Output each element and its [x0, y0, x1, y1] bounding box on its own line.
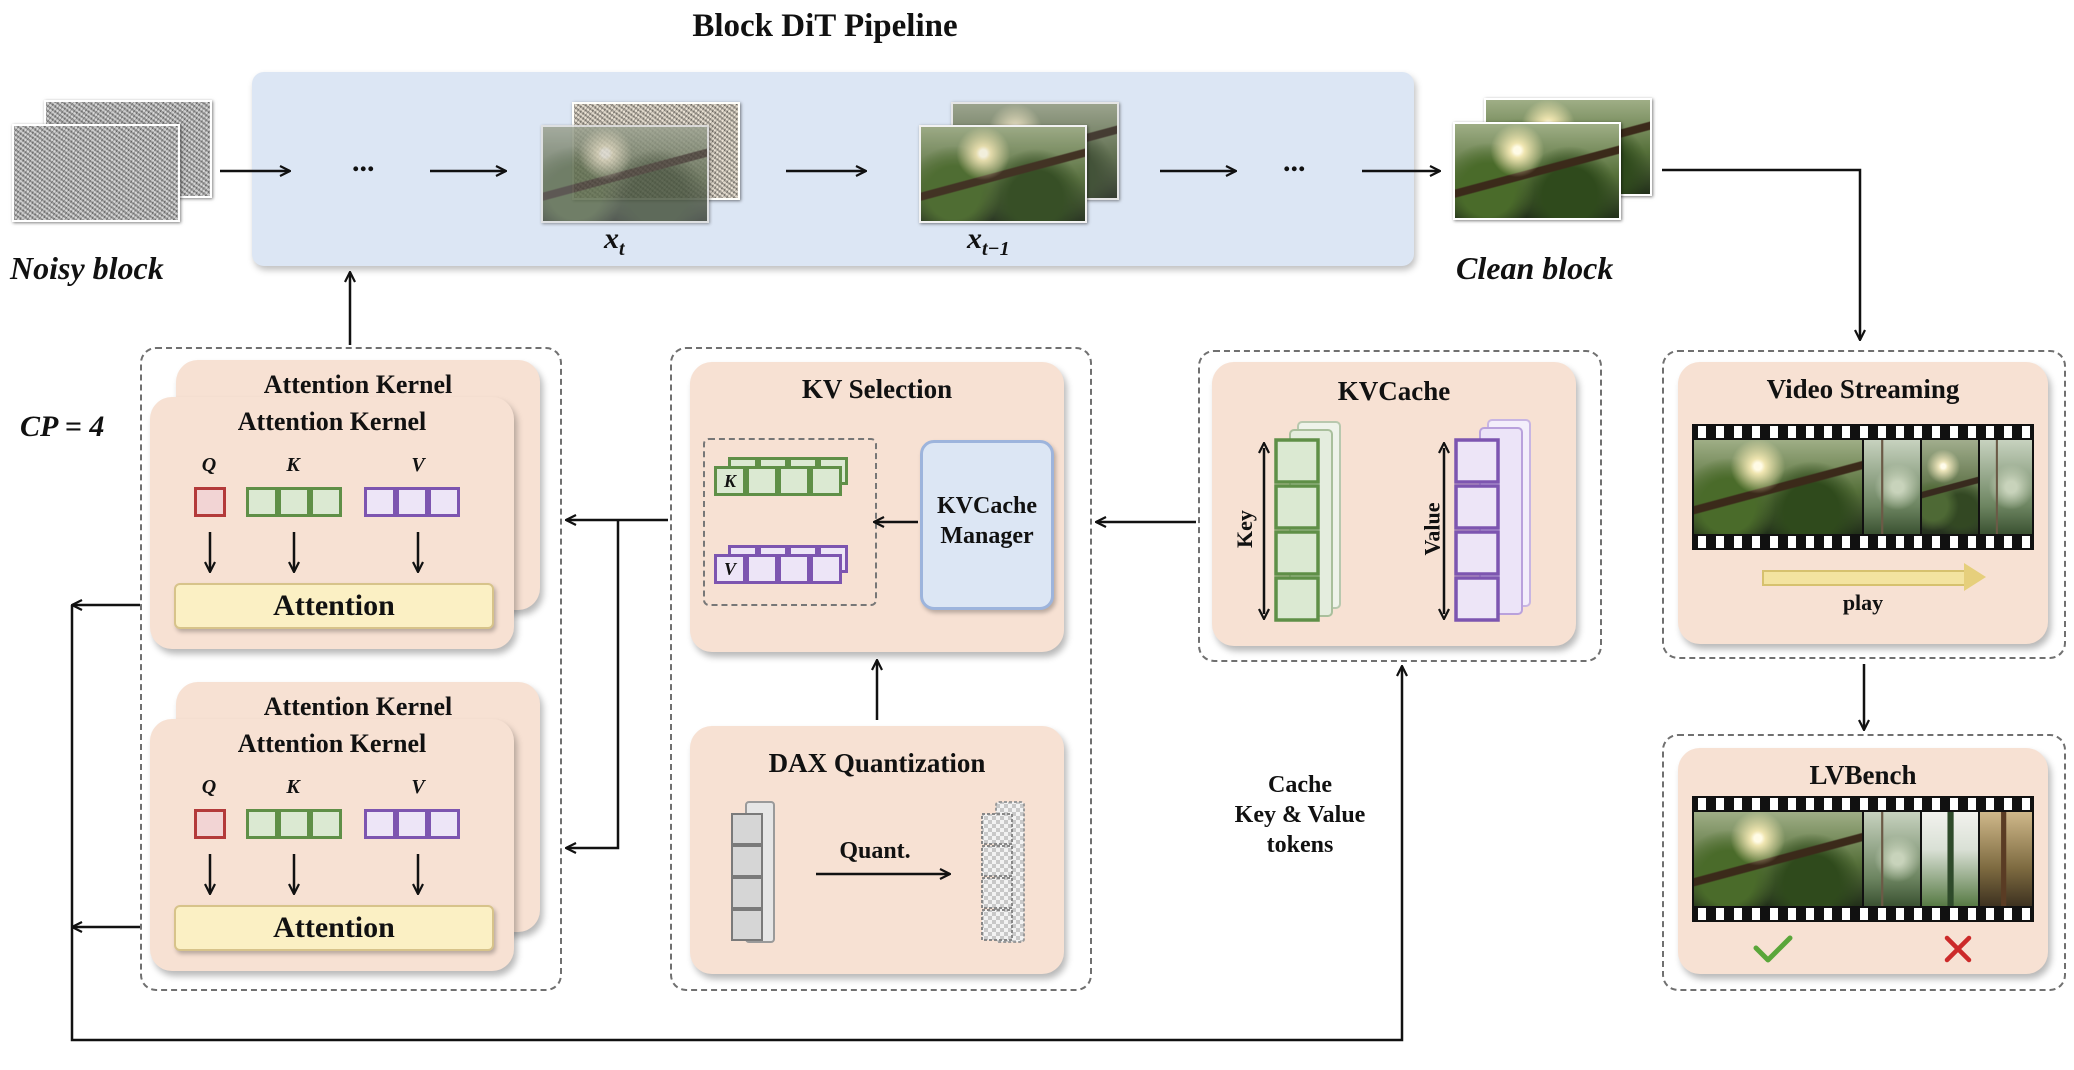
play-arrow-head — [1964, 563, 1986, 591]
cache-note-line3: tokens — [1266, 832, 1334, 858]
xt-base: x — [604, 222, 619, 255]
cache-note-line1: Cache — [1268, 772, 1332, 798]
sel-key-tag: K — [714, 466, 746, 496]
lvbench-frame-4 — [1980, 812, 2032, 906]
k-label-2: K — [286, 776, 300, 798]
clean-frame-front — [1453, 122, 1621, 220]
xt1-base: x — [967, 222, 982, 255]
kvcache-manager-line2: Manager — [940, 523, 1034, 549]
value-token-2b — [396, 809, 428, 839]
noisy-frame-front — [12, 124, 180, 222]
xt1-label: xt−1 — [967, 222, 1010, 261]
arrow-clean-to-streaming — [1662, 168, 1860, 340]
key-token-2c — [310, 809, 342, 839]
clean-block-label: Clean block — [1456, 250, 1614, 286]
xt-label: xt — [604, 222, 625, 261]
play-label: play — [1842, 590, 1884, 615]
key-token-1a — [246, 487, 278, 517]
sel-key-front-3 — [810, 466, 842, 496]
value-token-2c — [428, 809, 460, 839]
video-filmstrip — [1692, 424, 2034, 550]
cache-note-line2: Key & Value — [1234, 802, 1366, 828]
value-axis-label: Value — [1419, 502, 1445, 556]
key-token-2a — [246, 809, 278, 839]
stream-frame-2 — [1864, 440, 1920, 534]
q-label-1: Q — [201, 454, 217, 476]
lvbench-group — [1662, 734, 2066, 991]
sel-value-front-3 — [810, 554, 842, 584]
xt1-frame-front — [919, 125, 1087, 223]
sel-key-front-1 — [746, 466, 778, 496]
attention-kernel-back-2-title: Attention Kernel — [263, 692, 453, 721]
noisy-block-label: Noisy block — [10, 250, 164, 286]
dax-quantization-title: DAX Quantization — [768, 748, 986, 778]
video-streaming-title: Video Streaming — [1766, 374, 1960, 404]
key-token-1b — [278, 487, 310, 517]
sel-value-tag: V — [714, 554, 746, 584]
sel-key-front-2 — [778, 466, 810, 496]
value-token-2a — [364, 809, 396, 839]
query-token-2 — [194, 809, 226, 839]
q-label-2: Q — [201, 776, 217, 798]
xt-frame-front — [541, 125, 709, 223]
sel-value-front-1 — [746, 554, 778, 584]
attention-block-1: Attention — [174, 583, 494, 629]
sel-value-tag-text: V — [723, 559, 736, 579]
kv-selection-panel: KV Selection K V KVCache Manager — [690, 362, 1064, 652]
stream-frame-3 — [1922, 440, 1978, 534]
pipeline-dots-2: ... — [1283, 145, 1306, 178]
v-label-1: V — [411, 454, 425, 476]
cp-label: CP = 4 — [20, 410, 105, 443]
pipeline-title: Block DiT Pipeline — [692, 8, 958, 44]
lvbench-frame-1 — [1694, 812, 1862, 906]
kvcache-title: KVCache — [1337, 376, 1451, 406]
attention-kernel-1: Attention Kernel Q K V Attention — [150, 397, 514, 649]
stream-frame-1 — [1694, 440, 1862, 534]
block-dit-pipeline-box — [252, 72, 1414, 266]
value-token-1c — [428, 487, 460, 517]
kvcache-manager-line1: KVCache — [937, 493, 1037, 519]
lvbench-holes-top — [1692, 798, 2034, 810]
attention-kernel-2-title: Attention Kernel — [237, 729, 427, 758]
attention-kernel-back-1-title: Attention Kernel — [263, 370, 453, 399]
kvcache-panel: KVCache — [1212, 362, 1576, 646]
video-streaming-group — [1662, 350, 2066, 659]
kv-selection-title: KV Selection — [801, 374, 953, 404]
attention-kernel-1-title: Attention Kernel — [237, 407, 427, 436]
stream-frame-4 — [1980, 440, 2032, 534]
k-label-1: K — [286, 454, 300, 476]
kvcache-manager-box: KVCache Manager — [920, 440, 1054, 610]
sel-value-front-2 — [778, 554, 810, 584]
key-axis-label: Key — [1231, 510, 1257, 548]
xt-subscript: t — [619, 238, 625, 260]
v-label-2: V — [411, 776, 425, 798]
lvbench-frame-2 — [1864, 812, 1920, 906]
attention-kernel-2: Attention Kernel Q K V Attention — [150, 719, 514, 971]
sel-key-tag-text: K — [723, 471, 736, 491]
filmstrip-holes-bottom — [1692, 536, 2034, 548]
filmstrip-holes-top — [1692, 426, 2034, 438]
attention-block-2: Attention — [174, 905, 494, 951]
query-token-1 — [194, 487, 226, 517]
dax-quantization-panel: DAX Quantization Quant. — [690, 726, 1064, 974]
key-token-1c — [310, 487, 342, 517]
lvbench-holes-bottom — [1692, 908, 2034, 920]
value-token-1b — [396, 487, 428, 517]
key-token-2b — [278, 809, 310, 839]
xt1-subscript: t−1 — [982, 238, 1010, 260]
arrow-selection-to-kernels-bottom — [566, 520, 620, 848]
pipeline-dots-1: ... — [352, 145, 375, 178]
quant-label: Quant. — [839, 838, 911, 864]
play-arrow-bar — [1762, 570, 1966, 586]
value-token-1a — [364, 487, 396, 517]
lvbench-filmstrip — [1692, 796, 2034, 922]
lvbench-title: LVBench — [1809, 760, 1917, 790]
lvbench-frame-3 — [1922, 812, 1978, 906]
